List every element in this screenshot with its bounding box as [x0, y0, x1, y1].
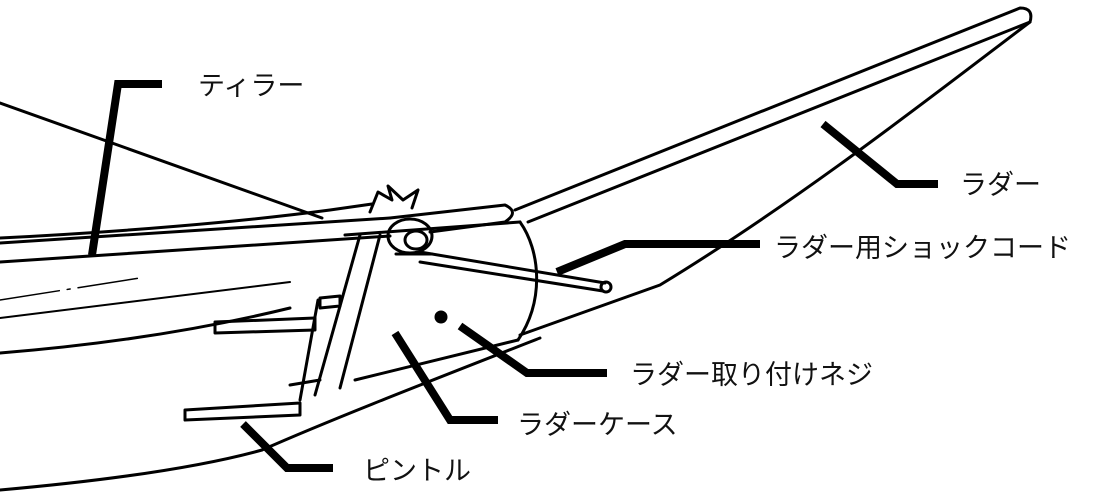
label-shock-cord: ラダー用ショックコード [774, 233, 1071, 264]
label-tiller: ティラー [198, 71, 305, 102]
label-mounting-screw: ラダー取り付けネジ [630, 360, 873, 391]
leader-tiller [88, 80, 162, 256]
leader-rudder-case [391, 330, 498, 424]
leader-shock-cord [555, 240, 760, 276]
label-rudder: ラダー [960, 170, 1041, 201]
shock-cord [418, 250, 613, 294]
pintle-fittings [183, 294, 342, 422]
rudder-blade [513, 6, 1033, 337]
label-pintle: ピントル [363, 456, 471, 487]
leader-lines [88, 80, 938, 472]
leader-rudder [820, 120, 938, 188]
boat-hull [0, 101, 542, 492]
leader-mounting-screw [457, 322, 607, 377]
label-rudder-case: ラダーケース [517, 410, 678, 441]
leader-pintle [240, 421, 333, 472]
